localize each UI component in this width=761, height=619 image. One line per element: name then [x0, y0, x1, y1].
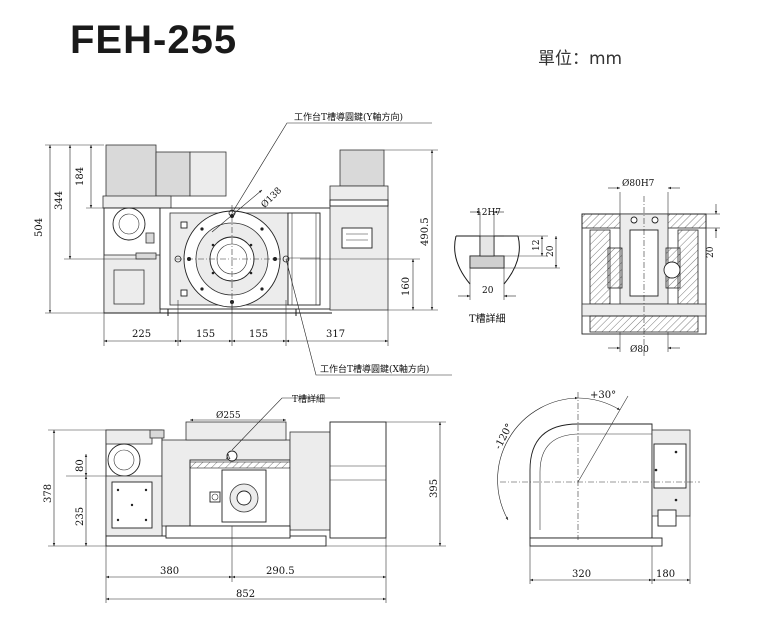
- side-view: +30° -120° 320 180: [493, 390, 700, 584]
- dim-minus120: -120°: [493, 422, 516, 451]
- top-view: 工作台T槽導圓鍵(Y軸方向) 工作台T槽導圓鍵(X軸方向) Ø138 504 3…: [34, 111, 452, 376]
- dim-160: 160: [401, 277, 412, 296]
- dim-155-b: 155: [249, 329, 268, 340]
- label-tslot-side: T槽詳細: [469, 312, 506, 325]
- dim-290-5: 290.5: [266, 566, 295, 577]
- dim-phi138: Ø138: [259, 185, 284, 210]
- dim-504: 504: [34, 218, 45, 237]
- dim-490-5: 490.5: [420, 217, 431, 246]
- dim-378: 378: [43, 484, 54, 503]
- t-slot-detail: 12H7 12 20 20 T槽詳細: [454, 208, 560, 325]
- dim-plus30: +30°: [590, 390, 616, 401]
- dim-180: 180: [656, 569, 675, 580]
- label-tslot-front: T槽詳細: [292, 393, 325, 405]
- dim-184: 184: [75, 167, 86, 186]
- dim-section-20: 20: [706, 246, 716, 258]
- dim-344: 344: [54, 191, 65, 210]
- dim-235: 235: [75, 507, 86, 526]
- dim-317: 317: [326, 329, 345, 340]
- dim-852: 852: [236, 589, 255, 600]
- dim-12h7: 12H7: [476, 208, 501, 218]
- page-title: FEH-255: [70, 18, 238, 62]
- dim-12: 12: [532, 240, 542, 251]
- dim-320: 320: [572, 569, 591, 580]
- dim-phi80: Ø80: [630, 344, 649, 355]
- front-view: A T槽詳細 Ø255: [43, 393, 446, 603]
- label-x-key: 工作台T槽導圓鍵(X軸方向): [320, 363, 429, 375]
- label-y-key: 工作台T槽導圓鍵(Y軸方向): [294, 111, 403, 123]
- dim-395: 395: [429, 479, 440, 498]
- dim-20-v: 20: [546, 245, 556, 257]
- unit-label: 單位：mm: [538, 49, 623, 69]
- section-view: Ø80H7 20 Ø80: [581, 178, 720, 356]
- dim-20-h: 20: [482, 286, 494, 296]
- dim-phi255: Ø255: [216, 410, 241, 421]
- dim-phi80h7: Ø80H7: [622, 178, 655, 189]
- dim-155-a: 155: [196, 329, 215, 340]
- marker-a: A: [225, 454, 231, 461]
- dim-380: 380: [160, 566, 179, 577]
- dim-80: 80: [75, 459, 86, 472]
- dim-225: 225: [132, 329, 151, 340]
